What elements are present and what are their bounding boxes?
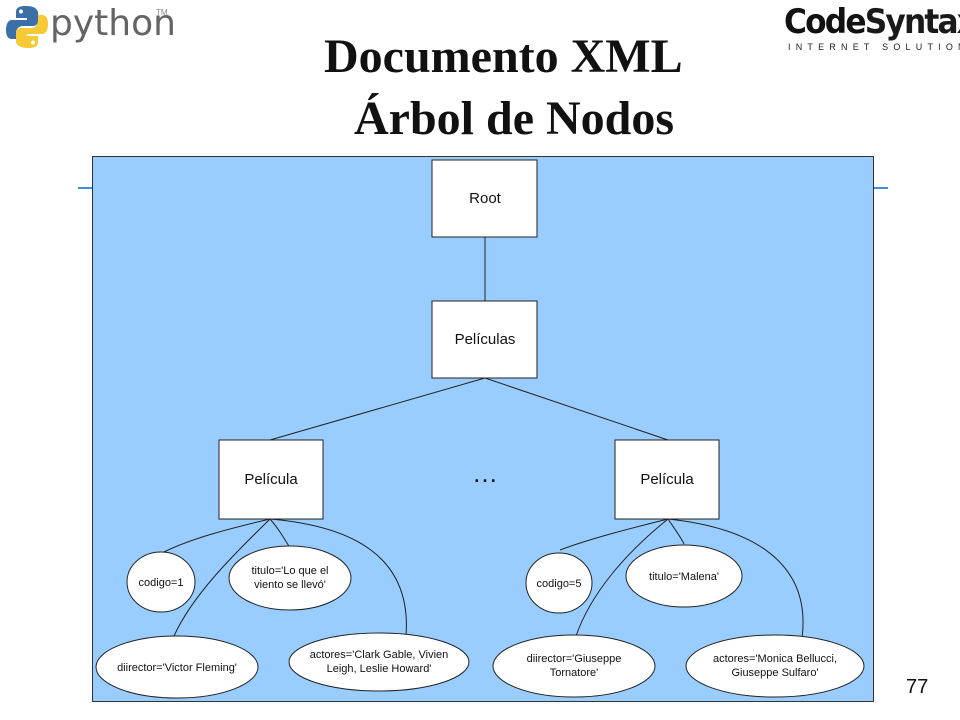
edge-left-actores — [269, 518, 407, 637]
node-tree-diagram: Root Películas Película Película … codig… — [92, 156, 874, 702]
node-pelicula-right-label: Película — [640, 471, 694, 488]
node-root: Root — [431, 159, 538, 238]
attr-left-actores-line-2: Leigh, Leslie Howard' — [327, 663, 432, 675]
attr-left-titulo-line-2: viento se llevó' — [254, 579, 326, 591]
python-snake-icon — [6, 6, 48, 48]
python-wordmark: python — [50, 3, 176, 44]
slide-title-line-1: Documento XML — [324, 30, 683, 83]
node-root-label: Root — [469, 190, 502, 207]
node-pelicula-right: Película — [614, 439, 720, 520]
attr-right-actores: actores='Monica Bellucci, Giuseppe Sulfa… — [685, 634, 865, 698]
edge-right-director — [575, 518, 669, 637]
node-peliculas: Películas — [431, 300, 538, 379]
diagram-background — [92, 156, 874, 702]
attr-left-codigo: codigo=1 — [126, 551, 196, 613]
title-rule-left — [78, 187, 100, 189]
attr-right-actores-line-1: actores='Monica Bellucci, — [713, 653, 837, 665]
edge-right-actores — [667, 518, 804, 639]
attr-left-actores: actores='Clark Gable, Vivien Leigh, Lesl… — [288, 632, 470, 692]
attr-left-codigo-label: codigo=1 — [139, 577, 184, 589]
node-peliculas-label: Películas — [455, 331, 516, 348]
node-pelicula-left-label: Película — [244, 471, 298, 488]
attr-left-titulo-line-1: titulo='Lo que el — [251, 565, 328, 577]
edge-peliculas-left — [269, 377, 486, 441]
codesyntax-wordmark: CodeSyntax — [784, 2, 960, 42]
attr-right-actores-line-2: Giuseppe Sulfaro' — [731, 667, 818, 679]
edge-left-director — [173, 518, 271, 637]
attr-left-titulo: titulo='Lo que el viento se llevó' — [228, 545, 352, 611]
attr-right-codigo: codigo=5 — [525, 552, 593, 614]
page-number: 77 — [906, 676, 929, 698]
python-logo: python TM — [6, 2, 176, 52]
edge-right-titulo — [667, 518, 685, 545]
node-pelicula-left: Película — [218, 439, 324, 520]
edge-left-titulo — [269, 518, 291, 549]
attr-right-codigo-label: codigo=5 — [537, 578, 582, 590]
sibling-ellipsis: … — [472, 458, 498, 488]
attr-right-director-line-2: Tornatore' — [550, 667, 599, 679]
attr-right-titulo: titulo='Malena' — [625, 544, 743, 608]
attr-right-titulo-label: titulo='Malena' — [649, 571, 719, 583]
tree-edges — [163, 237, 804, 639]
edge-peliculas-right — [484, 377, 669, 441]
codesyntax-code: Code — [784, 2, 867, 42]
attr-right-director-line-1: diirector='Giuseppe — [527, 653, 622, 665]
edge-left-codigo — [163, 518, 271, 553]
title-rule-right — [868, 187, 888, 189]
python-trademark: TM — [156, 8, 168, 17]
codesyntax-logo: CodeSyntax INTERNET SOLUTIONS — [784, 2, 960, 58]
codesyntax-tagline: INTERNET SOLUTIONS — [788, 42, 960, 52]
codesyntax-syntax: Syntax — [864, 2, 960, 42]
attr-left-director: diirector='Victor Fleming' — [95, 635, 259, 699]
attr-left-director-label: diirector='Victor Fleming' — [117, 662, 237, 674]
attr-right-director: diirector='Giuseppe Tornatore' — [492, 634, 656, 698]
slide-title-line-2: Árbol de Nodos — [354, 92, 675, 145]
edge-right-codigo — [559, 518, 669, 551]
attr-left-actores-line-1: actores='Clark Gable, Vivien — [310, 649, 449, 661]
